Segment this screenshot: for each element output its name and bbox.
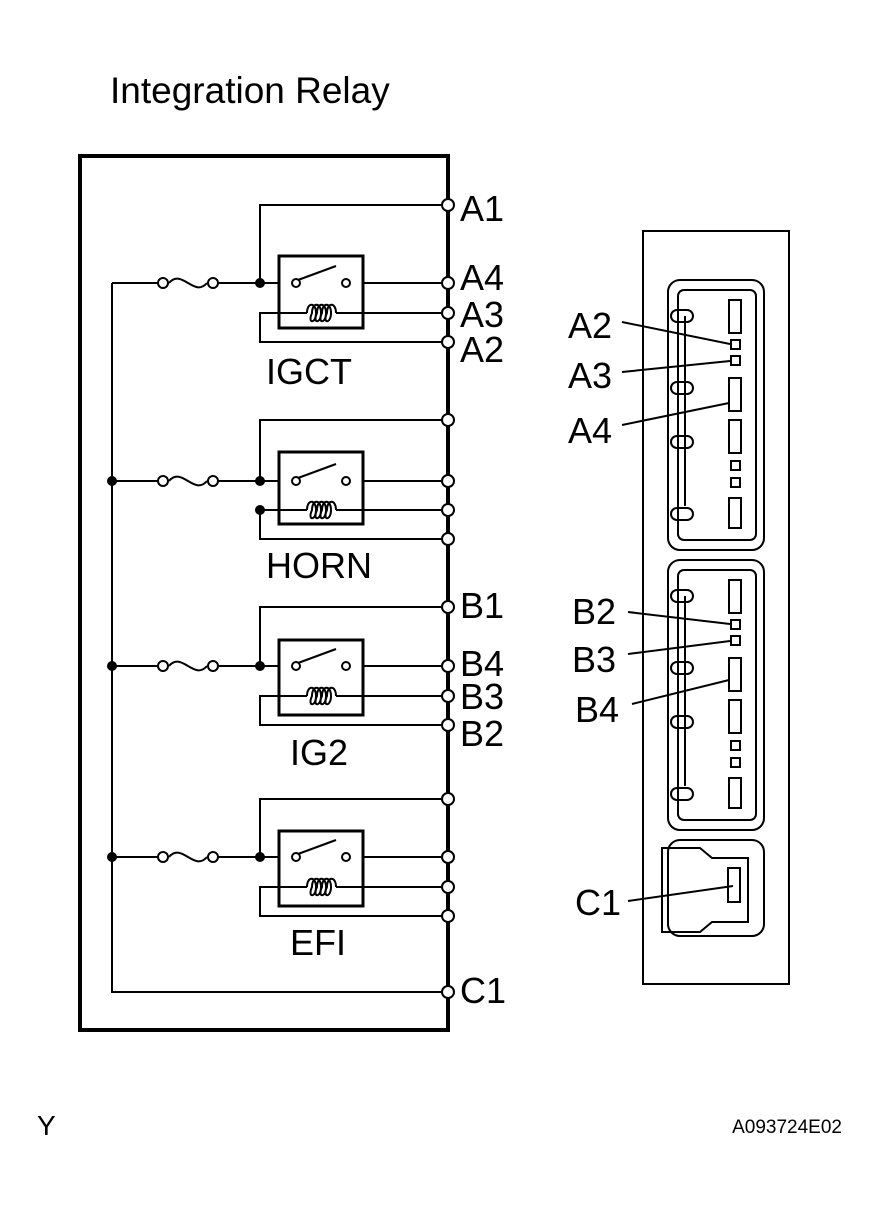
diagram-title: Integration Relay [110,70,390,111]
pin-label-a2: A2 [460,329,504,370]
connector-label-b2: B2 [572,591,616,632]
power-bus [111,283,448,993]
pin-label-a1: A1 [460,188,504,229]
relay-housing [78,154,450,1032]
relay-ig2: IG2 [107,606,443,773]
relay-igct: IGCT [112,204,443,392]
pin-label-c1: C1 [460,970,506,1011]
relay-label-igct: IGCT [266,351,352,392]
connector-label-b4: B4 [575,689,619,730]
connector-label-a4: A4 [568,410,612,451]
connector-c [627,839,765,937]
pin-label-b2: B2 [460,713,504,754]
pin-label-a3: A3 [460,294,504,335]
relay-horn: HORN [107,419,443,586]
relay-label-horn: HORN [266,545,372,586]
edge-terminals [441,198,455,999]
footer-mark: Y [37,1110,56,1141]
relay-label-efi: EFI [290,922,346,963]
connector-b [627,559,765,831]
connector-label-a2: A2 [568,305,612,346]
relay-efi: EFI [107,798,443,963]
connector-label-c1: C1 [575,882,621,923]
pin-label-b1: B1 [460,585,504,626]
relay-label-ig2: IG2 [290,732,348,773]
connector-label-b3: B3 [572,639,616,680]
pin-label-a4: A4 [460,257,504,298]
connector-label-a3: A3 [568,355,612,396]
connector-a [621,279,765,551]
figure-code: A093724E02 [732,1117,842,1138]
pin-label-b3: B3 [460,676,504,717]
connector-face-view [621,230,790,985]
pin-label-b4: B4 [460,643,504,684]
